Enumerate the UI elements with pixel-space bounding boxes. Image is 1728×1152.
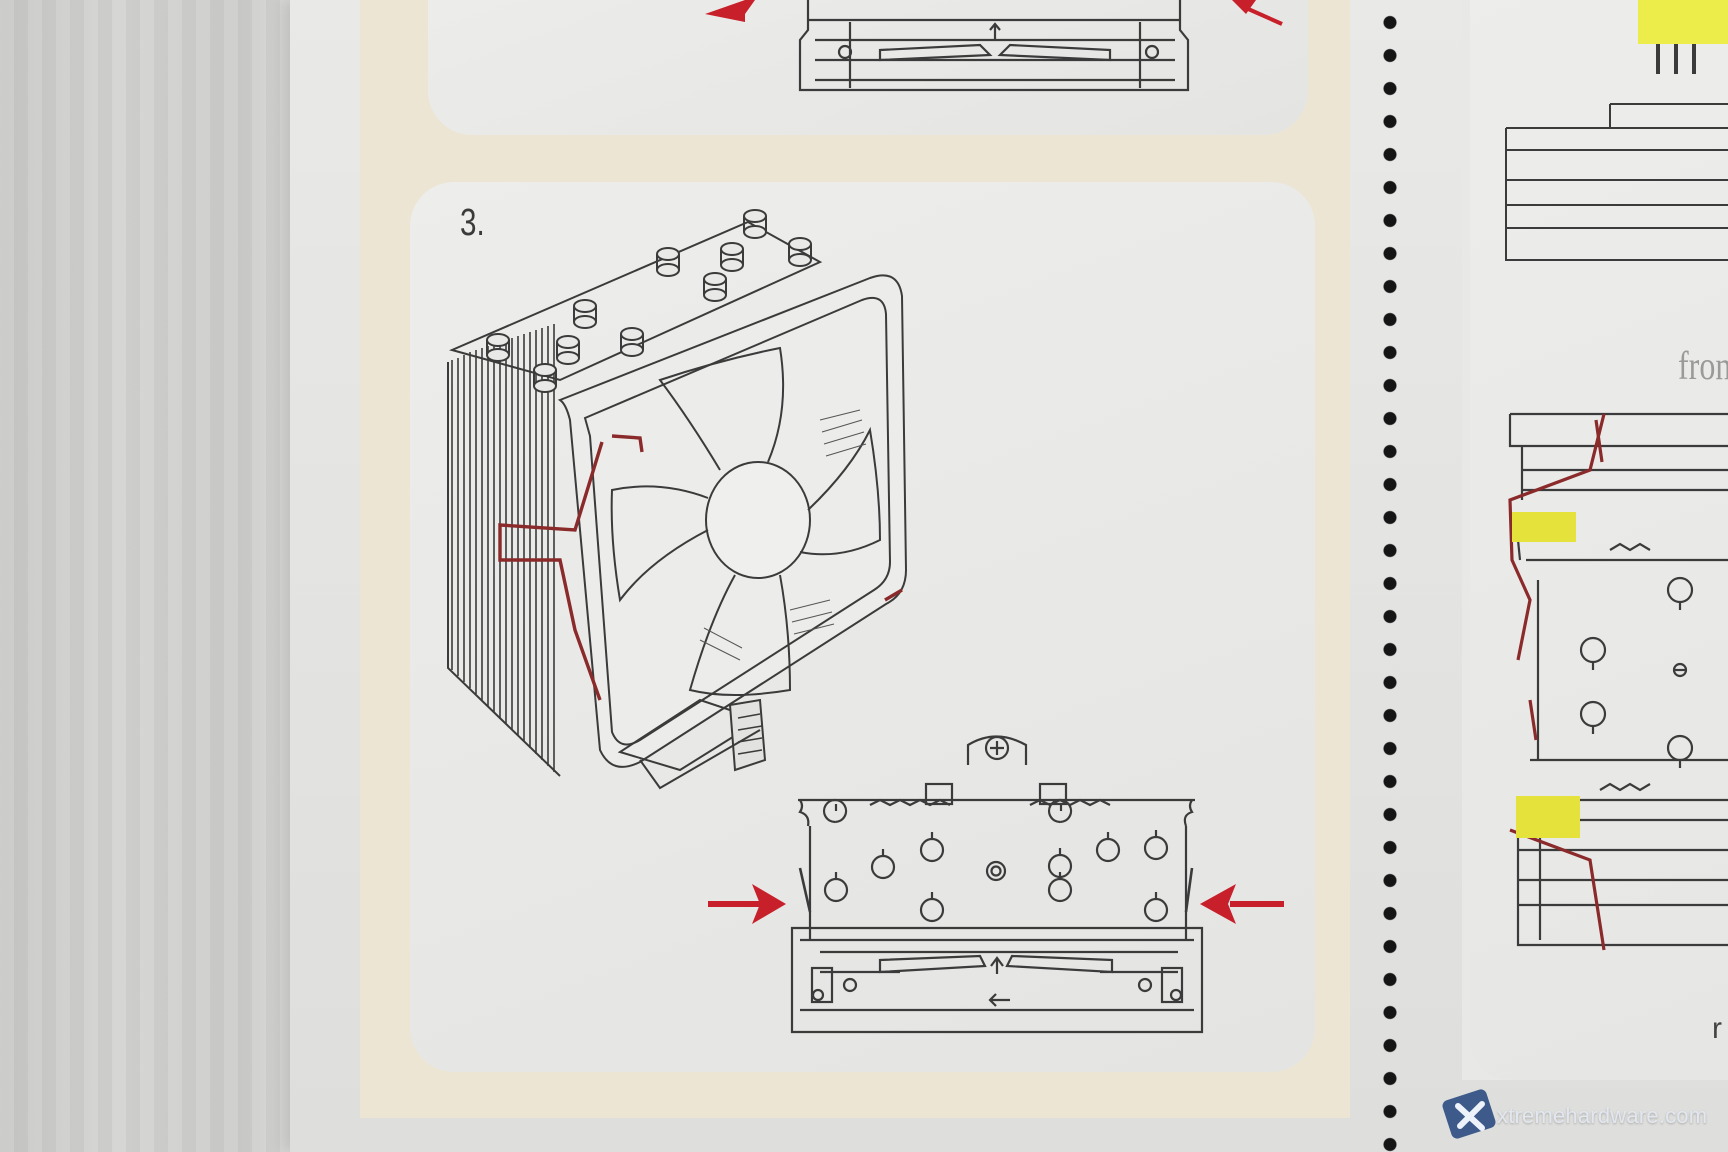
fan-clips-3d — [498, 434, 903, 701]
cooler-front-view-diagram — [790, 735, 1204, 1034]
x-logo-icon — [1442, 1089, 1496, 1139]
watermark-text: xtremehardware.com — [1497, 1103, 1708, 1128]
background-wall — [0, 0, 300, 1152]
next-page-cooler-side-view — [1508, 412, 1728, 947]
arrow-left-icon — [1200, 884, 1284, 924]
perforation-dots — [1378, 0, 1402, 1152]
cooler-3d-illustration — [447, 209, 908, 790]
next-page-clips — [1508, 413, 1606, 951]
step-2-cooler-front-view — [798, 0, 1190, 92]
step-2-panel — [428, 0, 1308, 135]
next-page-yellow-highlights — [1512, 512, 1580, 838]
arrow-right-icon — [708, 884, 786, 924]
next-page-label: fron — [1678, 343, 1728, 388]
side-clips — [798, 867, 1194, 913]
next-page-top-graphic — [1638, 0, 1728, 74]
step-2-arrows — [705, 0, 1283, 26]
next-page-fin-diagram — [1505, 103, 1728, 261]
next-page-fragment: r — [1712, 1012, 1722, 1045]
step-number: 3. — [460, 202, 485, 244]
